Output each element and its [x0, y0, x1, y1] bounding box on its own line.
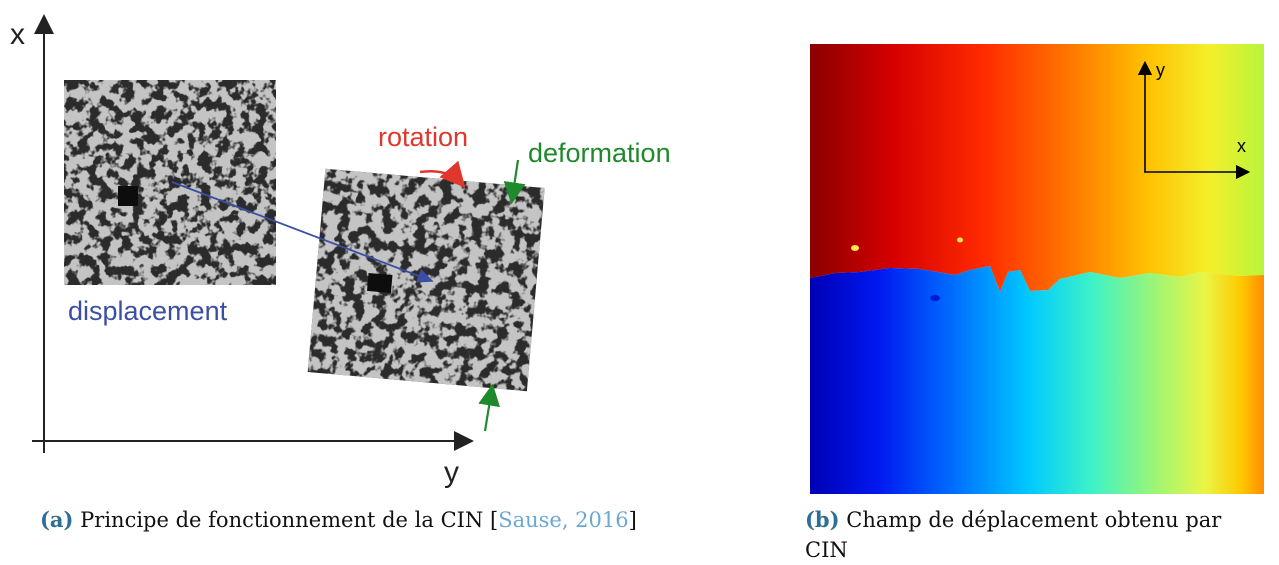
- caption-b-label: (b): [805, 507, 840, 532]
- citation-link[interactable]: Sause, 2016: [498, 508, 629, 532]
- field-upper-region: [810, 44, 1264, 292]
- deformation-arrow-bottom: [478, 383, 501, 432]
- figure-b: y x: [810, 44, 1264, 494]
- axis-y-label: y: [444, 456, 459, 489]
- figure-a: x y rotation deformation displacement: [10, 14, 671, 489]
- field-lower-region: [810, 266, 1264, 494]
- displacement-arrow: [171, 181, 434, 283]
- artifact-spot: [930, 295, 940, 301]
- deformation-label: deformation: [528, 138, 671, 168]
- speckle-image-original: [64, 80, 276, 285]
- artifact-spot: [957, 237, 963, 243]
- caption-b: (b) Champ de déplacement obtenu par CIN: [805, 505, 1221, 565]
- caption-a-text: Principe de fonctionnement de la CIN [: [80, 508, 499, 532]
- speckle-image-deformed: [307, 168, 545, 392]
- caption-a: (a) Principe de fonctionnement de la CIN…: [40, 505, 637, 535]
- rotation-label: rotation: [378, 122, 468, 152]
- mini-x-label: x: [1237, 136, 1246, 156]
- artifact-spot: [851, 245, 859, 251]
- deformation-arrow-top: [503, 159, 526, 205]
- displacement-label: displacement: [68, 296, 228, 326]
- caption-b-line2: CIN: [805, 538, 848, 562]
- axis-x-label: x: [10, 18, 25, 51]
- caption-a-label: (a): [40, 507, 74, 532]
- caption-b-line1: Champ de déplacement obtenu par: [846, 508, 1222, 532]
- caption-a-end: ]: [628, 508, 637, 532]
- rotation-arrow: [419, 160, 466, 188]
- mini-y-label: y: [1156, 60, 1165, 80]
